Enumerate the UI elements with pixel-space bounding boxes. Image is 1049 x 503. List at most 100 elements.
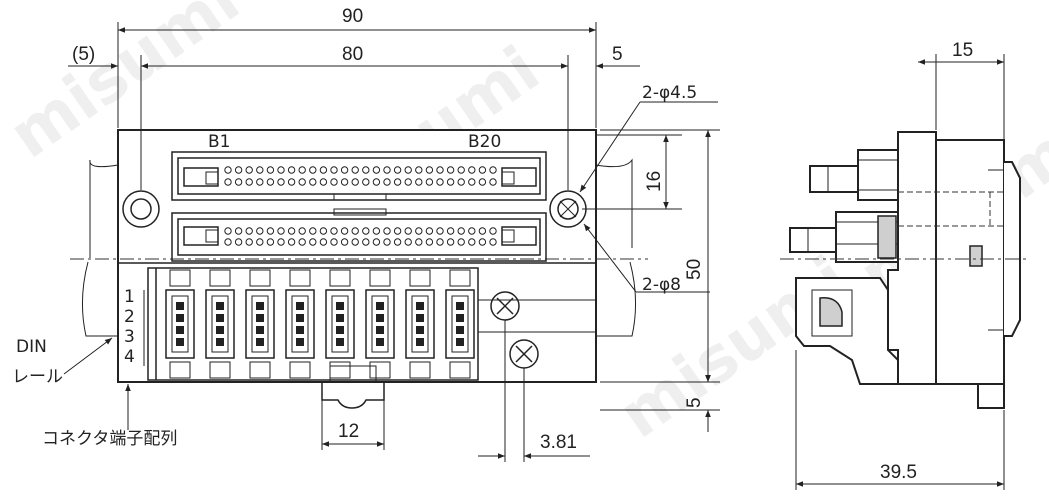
connector-pin xyxy=(224,227,232,235)
connector-pin xyxy=(351,227,359,235)
connector-pin xyxy=(234,227,243,235)
connector-pin xyxy=(340,238,349,246)
connector-pin xyxy=(330,238,338,246)
terminal-slot xyxy=(405,269,435,379)
connector-pin xyxy=(362,227,370,235)
connector-pin xyxy=(298,166,306,174)
terminal-slot xyxy=(245,269,275,379)
connector-pin xyxy=(425,238,434,246)
connector-pin xyxy=(362,238,370,246)
connector-pin xyxy=(468,178,476,186)
side-din-clip xyxy=(1004,161,1021,337)
connector-pin xyxy=(266,238,275,246)
connector-pin xyxy=(404,227,412,235)
connector-pin xyxy=(298,178,306,186)
connector-pin xyxy=(489,238,497,246)
connector-pin xyxy=(287,238,296,246)
connector-pin xyxy=(340,166,349,174)
dim-side-depth: 15 xyxy=(952,40,973,61)
connector-pin xyxy=(277,227,285,235)
connector-pin xyxy=(446,238,455,246)
connector-pin xyxy=(425,166,434,174)
connector-pin xyxy=(372,166,381,174)
hole-large-label: 2-φ8 xyxy=(642,275,681,295)
side-foot xyxy=(977,383,1005,409)
connector-pin xyxy=(309,166,317,174)
connector-pin xyxy=(383,178,391,186)
connector-pin xyxy=(415,238,423,246)
connector-pin xyxy=(415,178,423,186)
connector-pin xyxy=(309,238,317,246)
connector-pin xyxy=(330,227,338,235)
row-number-2: 2 xyxy=(124,307,135,327)
connector-pin xyxy=(351,166,359,174)
connector-pin xyxy=(393,178,402,186)
terminal-slot xyxy=(445,269,475,379)
dim-total-depth: 39.5 xyxy=(880,462,917,483)
connector-pin xyxy=(446,227,455,235)
row-number-3: 3 xyxy=(124,327,135,347)
connector-pin xyxy=(478,227,487,235)
terminal-slot xyxy=(205,269,235,379)
connector-pin xyxy=(457,178,465,186)
dim-bottom-offset: 5 xyxy=(684,397,705,408)
connector-pin xyxy=(351,238,359,246)
connector-pin xyxy=(245,238,253,246)
connector-pin xyxy=(393,238,402,246)
connector-pin xyxy=(351,178,359,186)
connector-start-label: B1 xyxy=(208,132,230,152)
row-number-4: 4 xyxy=(124,347,135,367)
connector-pin xyxy=(478,166,487,174)
connector-pin xyxy=(256,178,264,186)
connector-pin xyxy=(256,238,264,246)
connector-pin xyxy=(489,178,497,186)
dim-connector-pitch: 16 xyxy=(644,171,665,192)
terminal-array-label: コネクタ端子配列 xyxy=(42,429,177,449)
connector-pin xyxy=(468,238,476,246)
connector-pin xyxy=(457,227,465,235)
dim-overall-width: 90 xyxy=(342,6,363,27)
connector-pin xyxy=(319,166,328,174)
connector-upper xyxy=(171,151,547,201)
connector-pin xyxy=(446,178,455,186)
connector-pin xyxy=(425,227,434,235)
side-latch xyxy=(795,277,899,385)
connector-pin xyxy=(277,178,285,186)
connector-pin xyxy=(415,166,423,174)
connector-pin xyxy=(245,166,253,174)
connector-pin xyxy=(415,227,423,235)
connector-pin xyxy=(404,238,412,246)
connector-pin xyxy=(478,238,487,246)
connector-pin xyxy=(234,166,243,174)
connector-pin xyxy=(393,227,402,235)
dim-screw-offset: 3.81 xyxy=(540,432,577,453)
connector-pin xyxy=(319,238,328,246)
connector-pin xyxy=(436,166,444,174)
dim-pitch-width: 80 xyxy=(342,44,363,65)
connector-pin xyxy=(457,166,465,174)
connector-pin xyxy=(372,238,381,246)
connector-pin xyxy=(287,227,296,235)
terminal-slot xyxy=(325,269,355,379)
dim-left-offset: (5) xyxy=(72,44,95,65)
connector-pin xyxy=(372,227,381,235)
connector-pin xyxy=(224,238,232,246)
terminal-slots xyxy=(165,269,475,379)
terminal-block-body xyxy=(117,129,597,383)
terminal-slot xyxy=(165,269,195,379)
connector-pin xyxy=(234,238,243,246)
connector-pin xyxy=(309,227,317,235)
connector-pin xyxy=(256,166,264,174)
connector-pin xyxy=(404,166,412,174)
connector-pin xyxy=(436,238,444,246)
connector-pin xyxy=(489,227,497,235)
connector-end-label: B20 xyxy=(468,132,501,152)
connector-pin xyxy=(298,238,306,246)
connector-pin xyxy=(330,166,338,174)
row-number-1: 1 xyxy=(124,287,135,307)
connector-pin xyxy=(277,238,285,246)
terminal-area xyxy=(147,267,479,381)
connector-pin xyxy=(234,178,243,186)
connector-pin xyxy=(362,178,370,186)
connector-pin xyxy=(309,178,317,186)
